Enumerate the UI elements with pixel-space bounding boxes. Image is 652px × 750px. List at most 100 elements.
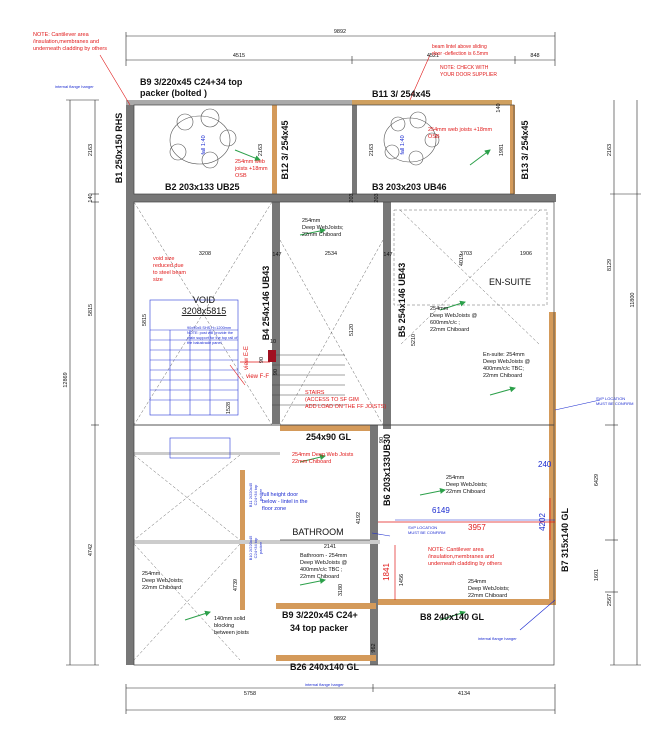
- dim-6149: 6149: [432, 506, 450, 515]
- dim-right-d: 6429: [594, 474, 600, 486]
- note-full-height: full height door below - lintel in the f…: [262, 492, 308, 512]
- void-crosses: [133, 201, 548, 661]
- svg-text:Bathroom - 254mm: Bathroom - 254mm: [300, 553, 347, 559]
- svg-text:packer: packer: [258, 541, 263, 554]
- svg-text:floor zone: floor zone: [262, 506, 286, 512]
- svg-text:Deep WebJoists;: Deep WebJoists;: [446, 482, 488, 488]
- svg-text:main support for the top rail: main support for the top rail of: [187, 336, 238, 340]
- svg-text:NOTE: Cantilever area: NOTE: Cantilever area: [428, 547, 485, 553]
- note-hanger-right: internal flange hanger: [478, 636, 517, 641]
- svg-text:YOUR DOOR SUPPLIER: YOUR DOOR SUPPLIER: [440, 72, 497, 78]
- svg-text:underneath cladding by others: underneath cladding by others: [33, 46, 107, 52]
- joist-ensuite: En-suite: 254mm Deep WebJoists @ 400mm/c…: [483, 352, 530, 379]
- stair-treads: [272, 354, 345, 406]
- svg-text:NOTE: CHECK WITH: NOTE: CHECK WITH: [440, 65, 489, 71]
- svg-text:90: 90: [259, 357, 265, 363]
- beam-b9-bottom-1: B9 3/220x45 C24+: [282, 610, 358, 620]
- svg-text:400mm/c/c TBC;: 400mm/c/c TBC;: [483, 366, 524, 372]
- svg-text:203: 203: [374, 193, 380, 202]
- dim-right-b: 11800: [630, 293, 636, 308]
- dim-overall-top: 9892: [334, 29, 346, 35]
- svg-text:22mm Chiboard: 22mm Chiboard: [430, 327, 469, 333]
- inner-dimensions: 3208 2534 147 147 3703 1906 5120 5210 40…: [142, 103, 532, 652]
- svg-text:5210: 5210: [411, 334, 417, 346]
- dim-4202: 4202: [538, 513, 547, 531]
- note-svp-right: SVP LOCATION MUST BE CONFIRM: [596, 396, 633, 406]
- svg-text:140: 140: [496, 103, 502, 112]
- svg-text:MUST BE CONFIRM: MUST BE CONFIRM: [408, 530, 445, 535]
- svg-text:254mm: 254mm: [430, 306, 449, 312]
- beam-b4: B4 254x146 UB43: [261, 266, 271, 341]
- joist-deep-right-mid: 254mm Deep WebJoists; 22mm Chiboard: [446, 475, 488, 495]
- svg-text:NOTE: post will provide the: NOTE: post will provide the: [187, 331, 233, 335]
- joist-web-top-right: 254mm web joists +18mm OSB: [428, 127, 492, 140]
- note-shs: 90x90x5 SHS,H=1200mm NOTE: post will pro…: [187, 326, 238, 345]
- joist-deep-right-low: 254mm Deep WebJoists; 22mm Chiboard: [468, 579, 510, 599]
- leader-lines: [371, 399, 601, 631]
- beam-b13: B13 3/ 254x45: [520, 120, 530, 179]
- view-ff: view F-F: [246, 374, 269, 380]
- dim-right-c: 8129: [607, 259, 613, 271]
- svg-text:4192: 4192: [356, 512, 362, 524]
- svg-text:full height door: full height door: [262, 492, 298, 498]
- dim-3957: 3957: [468, 523, 486, 532]
- dim-bottom-left: 5758: [244, 691, 256, 697]
- svg-text:3208: 3208: [199, 251, 211, 257]
- red-leaders: [99, 54, 431, 386]
- svg-text:22mm Chiboard: 22mm Chiboard: [300, 574, 339, 580]
- svg-text:90: 90: [379, 437, 385, 443]
- svg-text:90: 90: [273, 369, 279, 375]
- svg-text:beam lintel above sliding: beam lintel above sliding: [432, 44, 487, 50]
- svg-text:NOTE: Cantilever area: NOTE: Cantilever area: [33, 32, 90, 38]
- svg-text:packer: packer: [258, 488, 263, 501]
- room-void-size: 3208x5815: [182, 306, 227, 316]
- dim-left-c: 5815: [88, 304, 94, 316]
- svg-text:1456: 1456: [399, 574, 405, 586]
- note-stairs: STAIRS (ACCESS TO SF GIM ADD LOAD ON THE…: [305, 390, 386, 410]
- svg-text:22mm Chiboard: 22mm Chiboard: [302, 232, 341, 238]
- beam-b7: B7 315x140 GL: [560, 507, 570, 572]
- note-svp-mid: SVP LOCATION MUST BE CONFIRM: [408, 525, 445, 535]
- svg-text:door -deflection is 6.5mm: door -deflection is 6.5mm: [432, 51, 488, 57]
- beam-b6: B6 203x133UB30: [382, 434, 392, 506]
- beam-b12: B12 3/ 254x45: [280, 120, 290, 179]
- svg-text:Deep WebJoists;: Deep WebJoists;: [302, 225, 344, 231]
- dim-left-e: 4742: [88, 544, 94, 556]
- view-ee: view E-E: [244, 346, 250, 370]
- dim-bottom-right: 4134: [458, 691, 470, 697]
- dim-right-a: 2163: [607, 144, 613, 156]
- svg-text:size: size: [153, 277, 163, 283]
- structure: [126, 100, 556, 666]
- svg-text:5815: 5815: [142, 314, 148, 326]
- joist-bathroom: Bathroom - 254mm Deep WebJoists @ 400mm/…: [300, 553, 347, 580]
- svg-text:SVP LOCATION: SVP LOCATION: [408, 525, 437, 530]
- svg-text:/insulation,membranes and: /insulation,membranes and: [428, 554, 494, 560]
- dim-240: 240: [538, 460, 552, 469]
- svg-text:600mm/c/c ;: 600mm/c/c ;: [430, 320, 460, 326]
- svg-text:/insulation,membranes and: /insulation,membranes and: [33, 39, 99, 45]
- svg-text:400mm/c/c TBC ;: 400mm/c/c TBC ;: [300, 567, 343, 573]
- dim-left-d: 12869: [63, 372, 69, 387]
- svg-text:SVP LOCATION: SVP LOCATION: [596, 396, 625, 401]
- svg-text:22mm Chiboard: 22mm Chiboard: [446, 489, 485, 495]
- svg-text:1528: 1528: [226, 402, 232, 414]
- joist-deep-red: 254mm Deep Web Joists 22mm Chiboard: [292, 452, 354, 465]
- beam-b8: B8 240x140 GL: [420, 612, 485, 622]
- note-blocking: 140mm solid blocking between joists: [214, 616, 249, 636]
- joist-deep-left-low: 254mm Deep WebJoists; 22mm Chiboard: [142, 571, 184, 591]
- svg-text:1906: 1906: [520, 251, 532, 257]
- note-cantilever-bottom: NOTE: Cantilever area /insulation,membra…: [428, 547, 502, 567]
- svg-text:254mm: 254mm: [446, 475, 465, 481]
- beam-b9-top-2: packer (bolted ): [140, 88, 207, 98]
- svg-text:254mm web: 254mm web: [235, 159, 265, 165]
- svg-text:2534: 2534: [325, 251, 337, 257]
- svg-text:underneath cladding by others: underneath cladding by others: [428, 561, 502, 567]
- svg-text:Deep WebJoists @: Deep WebJoists @: [300, 560, 347, 566]
- svg-text:5120: 5120: [349, 324, 355, 336]
- svg-text:4019: 4019: [459, 254, 465, 266]
- beam-b5: B5 254x146 UB43: [397, 263, 407, 338]
- svg-text:B10 2/220x45: B10 2/220x45: [248, 535, 253, 560]
- svg-text:140mm solid: 140mm solid: [214, 616, 245, 622]
- note-hanger-bottom: internal flange hanger: [305, 682, 344, 687]
